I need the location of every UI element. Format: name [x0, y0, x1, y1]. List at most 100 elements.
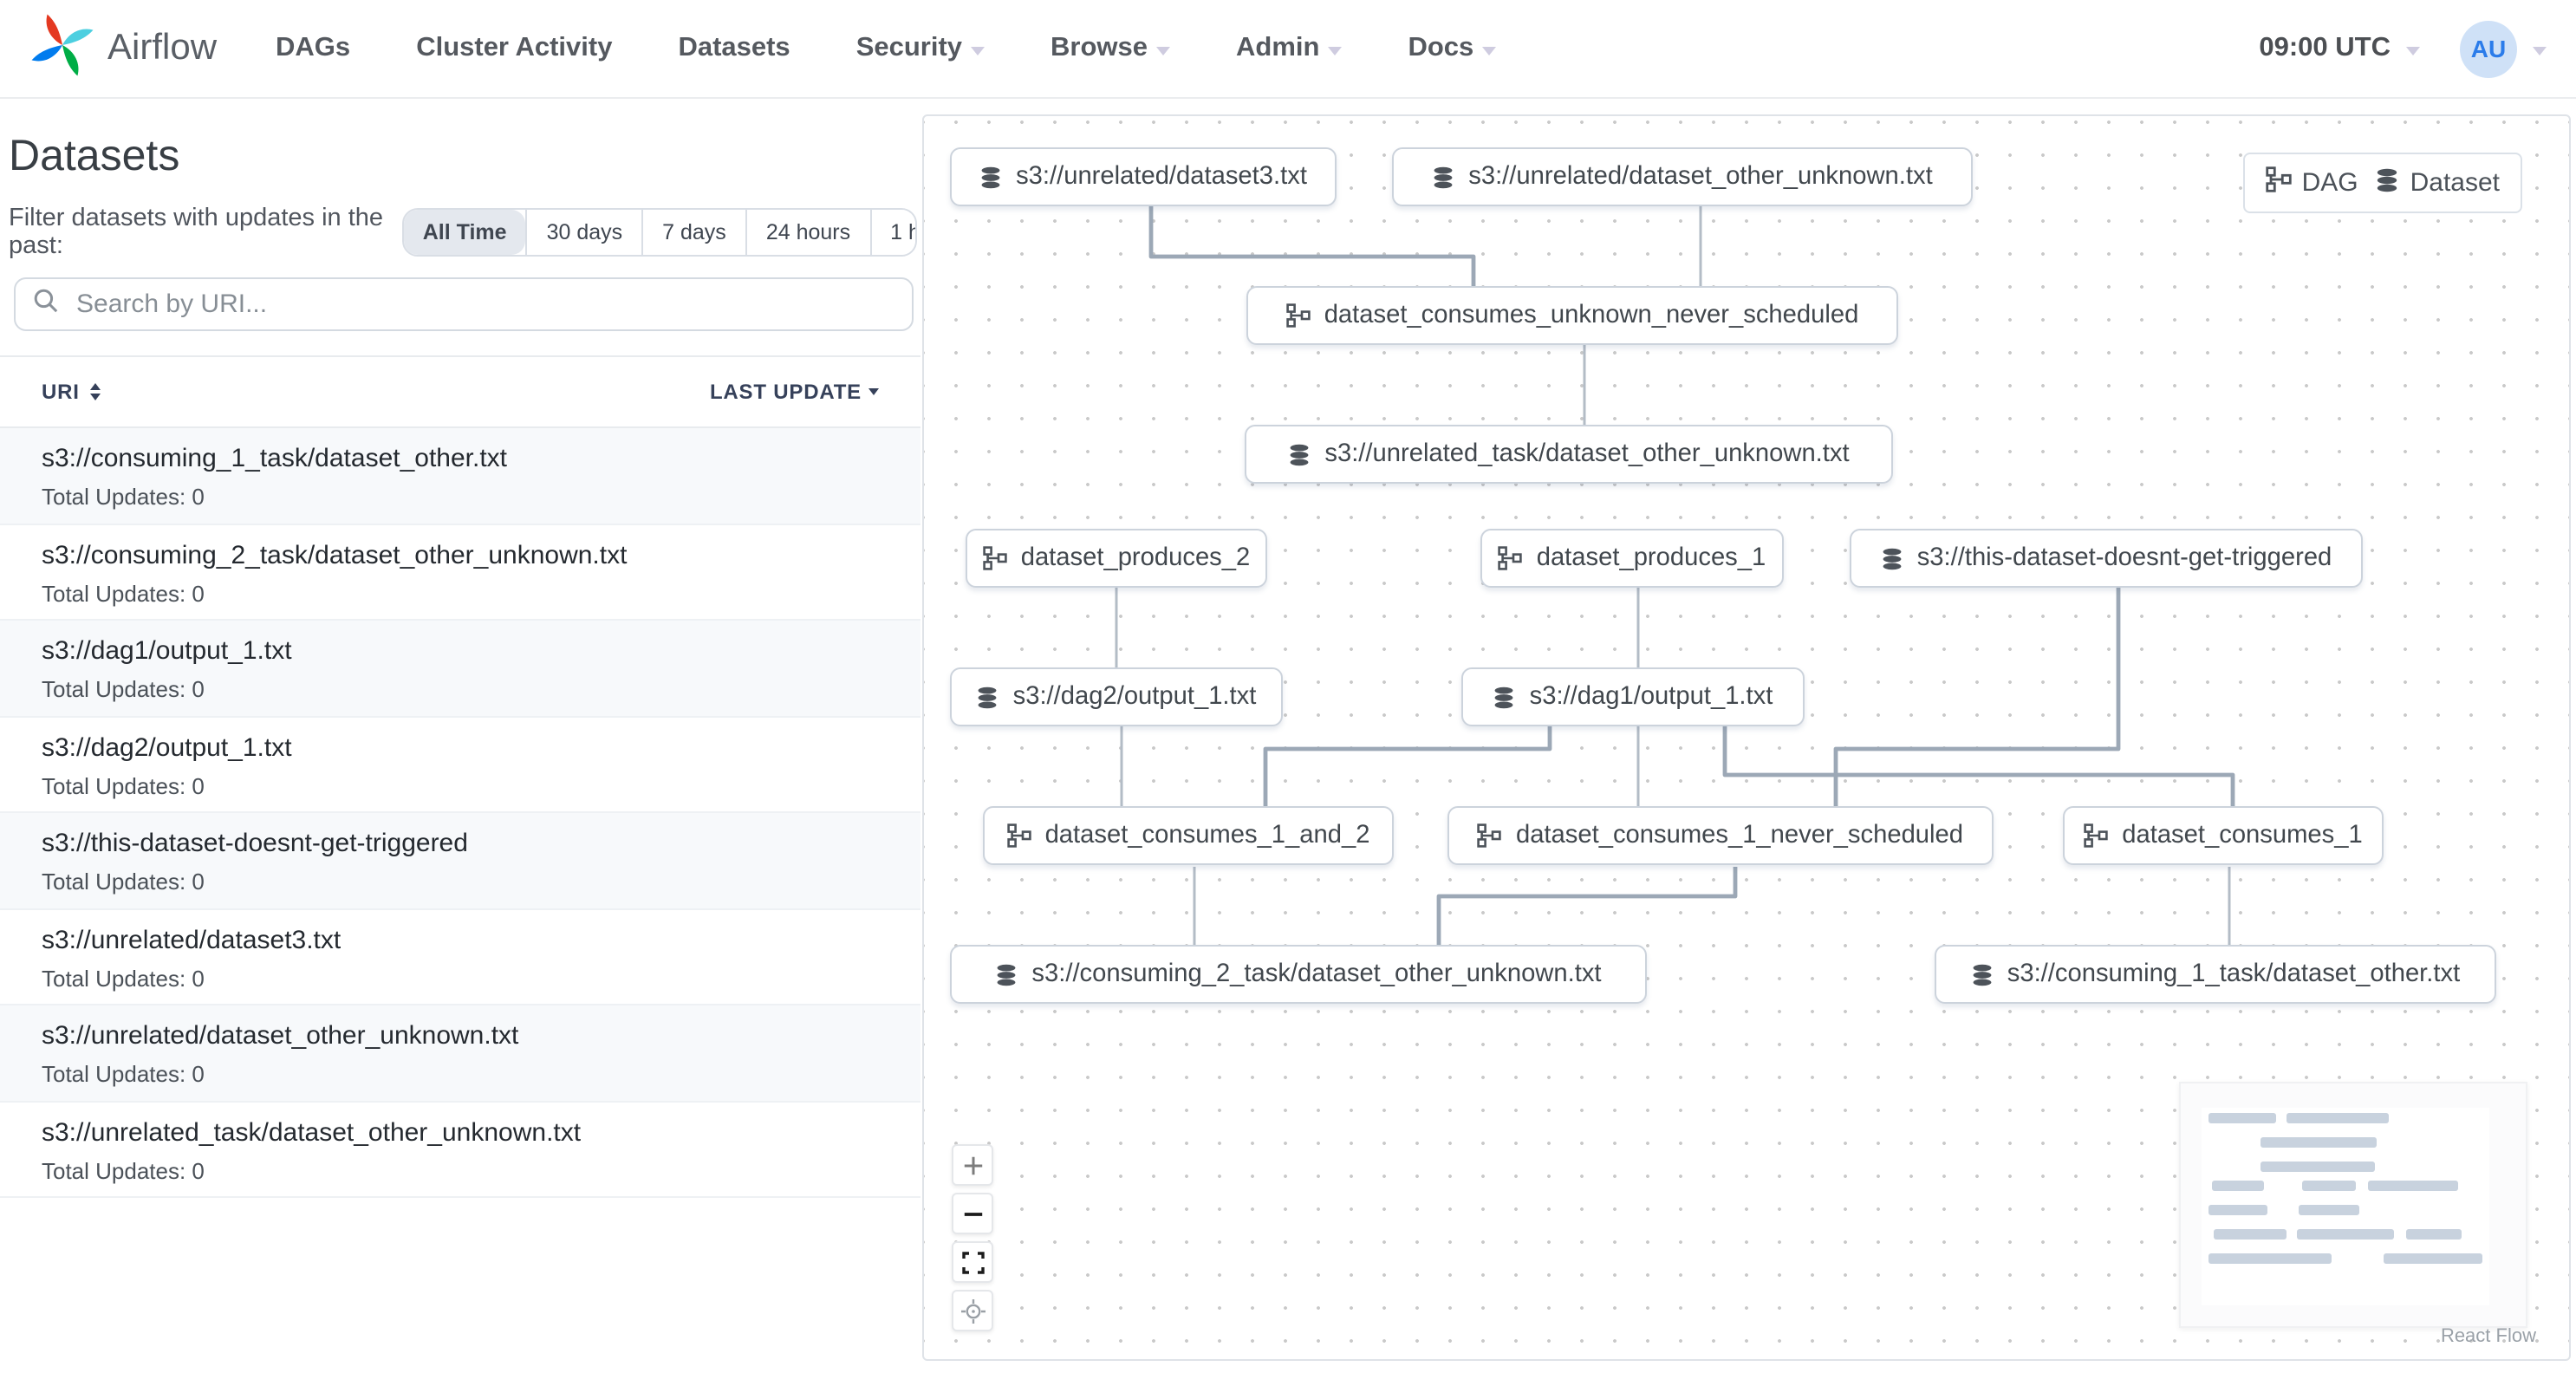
nav-item-dags[interactable]: DAGs: [276, 33, 351, 62]
dataset-uri: s3://dag2/output_1.txt: [42, 732, 292, 762]
nav-item-datasets[interactable]: Datasets: [678, 33, 790, 62]
dataset-icon: [1432, 166, 1454, 188]
sort-both-icon: [89, 383, 101, 400]
dag-node-dc12[interactable]: dataset_consumes_1_and_2: [983, 806, 1394, 865]
minimap-node: [2302, 1180, 2357, 1191]
dataset-node-ds3[interactable]: s3://unrelated/dataset3.txt: [950, 147, 1337, 206]
node-label: dataset_consumes_unknown_never_scheduled: [1324, 302, 1859, 329]
table-row[interactable]: s3://unrelated/dataset_other_unknown.txt…: [0, 1005, 920, 1102]
graph-edge-dag1o-dc1: [1722, 726, 2235, 806]
dag-node-dp1[interactable]: dataset_produces_1: [1480, 529, 1784, 588]
node-label: s3://unrelated_task/dataset_other_unknow…: [1324, 440, 1850, 468]
table-row[interactable]: s3://unrelated_task/dataset_other_unknow…: [0, 1102, 920, 1198]
focus-selected-button[interactable]: [952, 1290, 993, 1331]
zoom-out-button[interactable]: [952, 1193, 993, 1234]
filter-button-30-days[interactable]: 30 days: [525, 210, 642, 255]
datasets-table: URI LAST UPDATE s3://consuming_1_task/da…: [0, 355, 920, 1198]
dag-icon: [2265, 166, 2292, 199]
filter-button-all-time[interactable]: All Time: [403, 210, 526, 255]
filter-button-24-hours[interactable]: 24 hours: [745, 210, 870, 255]
table-row[interactable]: s3://consuming_2_task/dataset_other_unkn…: [0, 524, 920, 621]
dataset-uri: s3://consuming_2_task/dataset_other_unkn…: [42, 540, 628, 569]
total-updates: Total Updates: 0: [42, 965, 205, 991]
node-label: dataset_consumes_1_and_2: [1044, 822, 1370, 849]
minimap-node: [2299, 1205, 2360, 1216]
filter-button-1-hour[interactable]: 1 hour: [869, 210, 915, 255]
nav-menu: DAGs Cluster Activity Datasets Security Brow…: [276, 33, 1497, 64]
total-updates: Total Updates: 0: [42, 772, 205, 798]
nav-item-cluster-activity[interactable]: Cluster Activity: [416, 33, 613, 62]
dataset-uri: s3://dag1/output_1.txt: [42, 636, 292, 666]
chevron-down-icon: [971, 46, 986, 55]
total-updates: Total Updates: 0: [42, 1061, 205, 1087]
dag-icon: [2084, 823, 2108, 848]
column-header-uri[interactable]: URI: [42, 380, 101, 404]
nav-item-docs[interactable]: Docs: [1408, 33, 1497, 64]
dag-icon: [1006, 823, 1031, 848]
top-nav: Airflow DAGs Cluster Activity Datasets Secu…: [0, 0, 2576, 99]
chevron-down-icon: [1482, 46, 1497, 55]
column-header-last-update[interactable]: LAST UPDATE: [710, 380, 879, 404]
graph-edge-dag1o-dc12: [1263, 726, 1552, 806]
dataset-node-tddgt[interactable]: s3://this-dataset-doesnt-get-triggered: [1850, 529, 2363, 588]
node-label: s3://this-dataset-doesnt-get-triggered: [1916, 544, 2332, 572]
dataset-node-dag1o[interactable]: s3://dag1/output_1.txt: [1461, 667, 1805, 726]
fit-view-button[interactable]: [952, 1241, 993, 1283]
nav-item-admin[interactable]: Admin: [1236, 33, 1343, 64]
legend-dag[interactable]: DAG: [2265, 166, 2358, 199]
avatar[interactable]: AU: [2460, 20, 2517, 77]
minimap[interactable]: [2179, 1082, 2527, 1328]
clock-chevron-down-icon[interactable]: [2406, 46, 2420, 55]
node-label: s3://consuming_1_task/dataset_other.txt: [2007, 960, 2461, 988]
zoom-in-button[interactable]: [952, 1144, 993, 1186]
dag-node-dc1ns[interactable]: dataset_consumes_1_never_scheduled: [1447, 806, 1994, 865]
dag-node-dcuns[interactable]: dataset_consumes_unknown_never_scheduled: [1246, 286, 1898, 345]
filter-button-7-days[interactable]: 7 days: [641, 210, 745, 255]
dataset-node-dag2o[interactable]: s3://dag2/output_1.txt: [950, 667, 1283, 726]
dataset-uri: s3://consuming_1_task/dataset_other.txt: [42, 444, 507, 473]
sort-desc-icon: [868, 388, 879, 395]
dag-node-dc1[interactable]: dataset_consumes_1: [2063, 806, 2384, 865]
dataset-node-utdou[interactable]: s3://unrelated_task/dataset_other_unknow…: [1245, 425, 1893, 484]
user-chevron-down-icon[interactable]: [2533, 46, 2547, 55]
search-icon: [33, 287, 59, 322]
clock-label[interactable]: 09:00 UTC: [2259, 33, 2391, 62]
search-input[interactable]: [73, 288, 894, 321]
node-label: s3://unrelated/dataset_other_unknown.txt: [1468, 163, 1933, 191]
airflow-brand[interactable]: Airflow: [29, 11, 217, 86]
reactflow-attribution: React Flow: [2440, 1326, 2536, 1347]
total-updates: Total Updates: 0: [42, 580, 205, 606]
legend-dataset[interactable]: Dataset: [2376, 167, 2500, 198]
dataset-icon: [1288, 443, 1311, 465]
nav-item-browse[interactable]: Browse: [1051, 33, 1171, 64]
search-box[interactable]: [14, 277, 914, 331]
nav-item-security[interactable]: Security: [856, 33, 986, 64]
filter-label: Filter datasets with updates in the past…: [9, 205, 384, 260]
minimap-node: [2211, 1180, 2265, 1191]
dag-icon: [1499, 546, 1523, 570]
dag-node-dp2[interactable]: dataset_produces_2: [966, 529, 1267, 588]
dataset-icon: [995, 963, 1018, 986]
node-label: s3://dag1/output_1.txt: [1529, 683, 1773, 711]
total-updates: Total Updates: 0: [42, 484, 205, 510]
minimap-node: [2261, 1162, 2376, 1173]
node-label: dataset_consumes_1_never_scheduled: [1515, 822, 1963, 849]
node-label: dataset_produces_2: [1020, 544, 1251, 572]
minimap-node: [2261, 1137, 2377, 1149]
dataset-node-c1t[interactable]: s3://consuming_1_task/dataset_other.txt: [1935, 945, 2496, 1004]
dataset-node-dou[interactable]: s3://unrelated/dataset_other_unknown.txt: [1392, 147, 1973, 206]
dataset-uri: s3://unrelated/dataset3.txt: [42, 925, 342, 954]
minimap-node: [2367, 1180, 2459, 1191]
dataset-uri: s3://unrelated/dataset_other_unknown.txt: [42, 1021, 519, 1051]
dependency-graph-panel[interactable]: s3://unrelated/dataset3.txt s3://unrelate…: [922, 114, 2571, 1361]
total-updates: Total Updates: 0: [42, 1157, 205, 1183]
graph-legend: DAG Dataset: [2242, 153, 2522, 213]
dataset-icon: [1881, 547, 1903, 569]
dataset-node-c2t[interactable]: s3://consuming_2_task/dataset_other_unkn…: [950, 945, 1647, 1004]
